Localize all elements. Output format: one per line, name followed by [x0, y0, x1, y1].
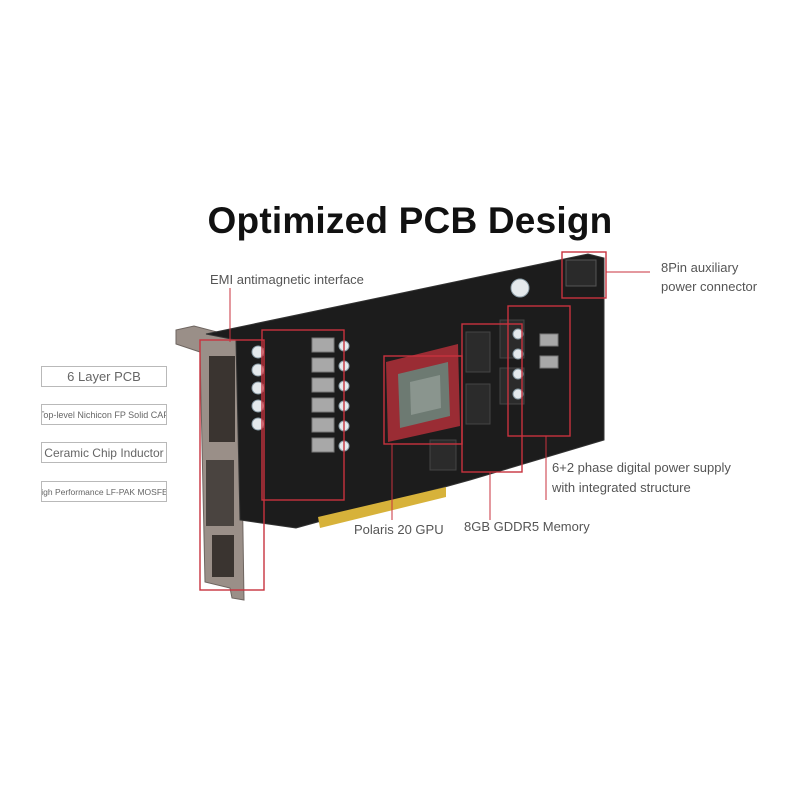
pcie-gold-fingers — [318, 487, 446, 528]
leader-lines — [229, 271, 650, 520]
solid-capacitors — [251, 278, 530, 452]
feature-box-ceramic-inductor: Ceramic Chip Inductor — [41, 442, 167, 463]
highlight-phase-supply — [507, 305, 571, 437]
feature-box-6-layer-pcb: 6 Layer PCB — [41, 366, 167, 387]
bracket-port-bottom — [212, 535, 234, 577]
highlight-emi-interface — [199, 339, 265, 591]
highlight-memory — [461, 323, 523, 473]
label-phase-line1: 6+2 phase digital power supply — [552, 460, 731, 475]
label-memory: 8GB GDDR5 Memory — [464, 519, 590, 534]
label-emi-interface: EMI antimagnetic interface — [210, 272, 364, 287]
vrm-inductors — [311, 333, 559, 453]
power-connector-8pin — [565, 259, 597, 287]
bracket-port-top — [209, 356, 235, 442]
label-8pin-line1: 8Pin auxiliary — [661, 260, 739, 275]
feature-box-solid-cap: Top-level Nichicon FP Solid CAP — [41, 404, 167, 425]
label-8pin-line2: power connector — [661, 279, 758, 294]
page-title: Optimized PCB Design — [207, 200, 613, 241]
highlight-vrm-area — [261, 329, 345, 501]
label-phase-line2: with integrated structure — [552, 480, 691, 495]
highlight-8pin — [561, 251, 607, 299]
bracket-port-dvi — [206, 460, 234, 526]
label-gpu: Polaris 20 GPU — [354, 522, 444, 537]
highlight-outlines — [199, 251, 607, 591]
feature-box-lf-pak-mosfet: High Performance LF-PAK MOSFET — [41, 481, 167, 502]
gpu-die-core — [410, 375, 441, 415]
